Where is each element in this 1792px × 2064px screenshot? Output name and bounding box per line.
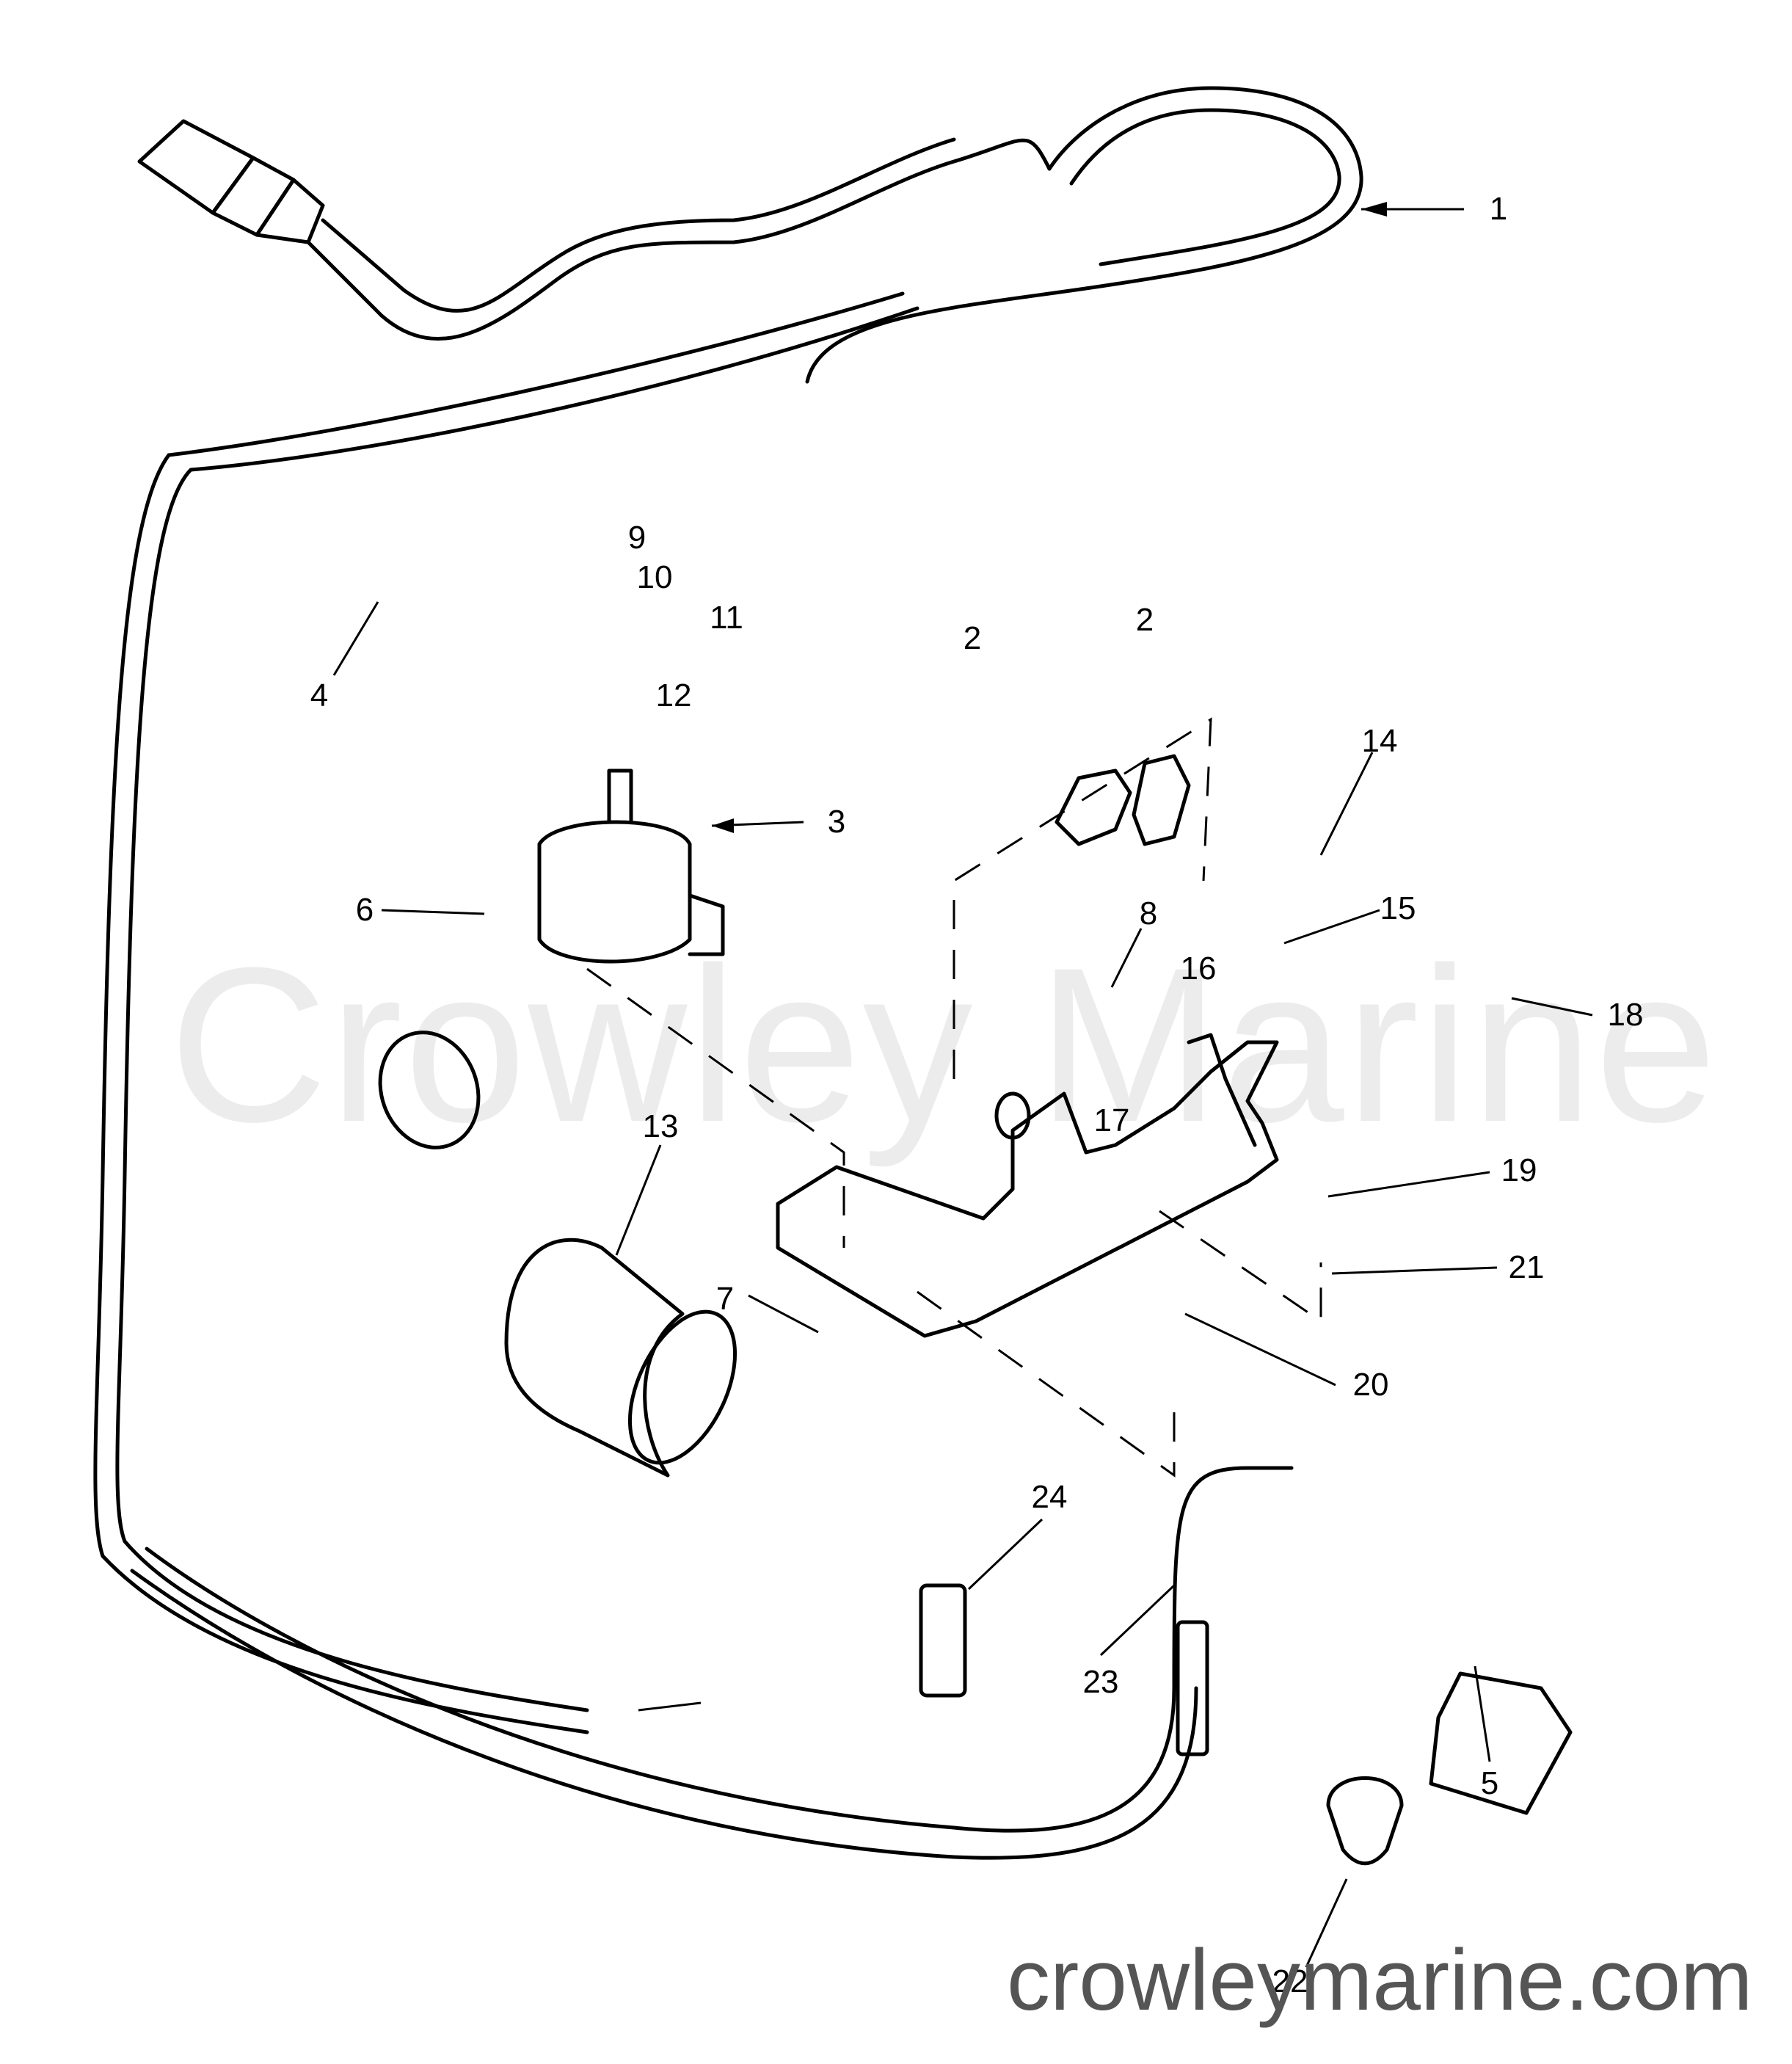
callout-2-second[interactable]: 2 [1135, 602, 1154, 638]
callout-23[interactable]: 23 [1082, 1664, 1119, 1700]
callout-16[interactable]: 16 [1180, 951, 1217, 986]
callout-15[interactable]: 15 [1380, 890, 1416, 926]
callout-4[interactable]: 4 [310, 677, 329, 713]
callout-12[interactable]: 12 [655, 677, 692, 713]
callout-22[interactable]: 22 [1272, 1963, 1308, 1999]
callout-18[interactable]: 18 [1607, 997, 1644, 1033]
callout-9[interactable]: 9 [627, 520, 646, 556]
callout-7[interactable]: 7 [715, 1281, 735, 1317]
callout-24[interactable]: 24 [1031, 1479, 1068, 1515]
callout-5[interactable]: 5 [1480, 1765, 1499, 1801]
harness-plug-icon [137, 86, 1363, 384]
watermark-brand: Crowley Marine [169, 921, 1719, 1168]
watermark-url: crowleymarine.com [1007, 1932, 1753, 2029]
callout-20[interactable]: 20 [1352, 1367, 1389, 1403]
callout-14[interactable]: 14 [1361, 723, 1398, 759]
callout-13[interactable]: 13 [642, 1108, 679, 1144]
callout-19[interactable]: 19 [1501, 1152, 1537, 1188]
callout-10[interactable]: 10 [636, 559, 673, 595]
callout-2[interactable]: 2 [963, 620, 982, 656]
callout-3[interactable]: 3 [827, 804, 846, 840]
callout-8[interactable]: 8 [1139, 895, 1158, 931]
callout-1[interactable]: 1 [1489, 191, 1508, 227]
callout-17[interactable]: 17 [1093, 1102, 1130, 1138]
callout-11[interactable]: 11 [710, 600, 743, 636]
callout-6[interactable]: 6 [355, 892, 374, 928]
callout-21[interactable]: 21 [1508, 1249, 1545, 1285]
